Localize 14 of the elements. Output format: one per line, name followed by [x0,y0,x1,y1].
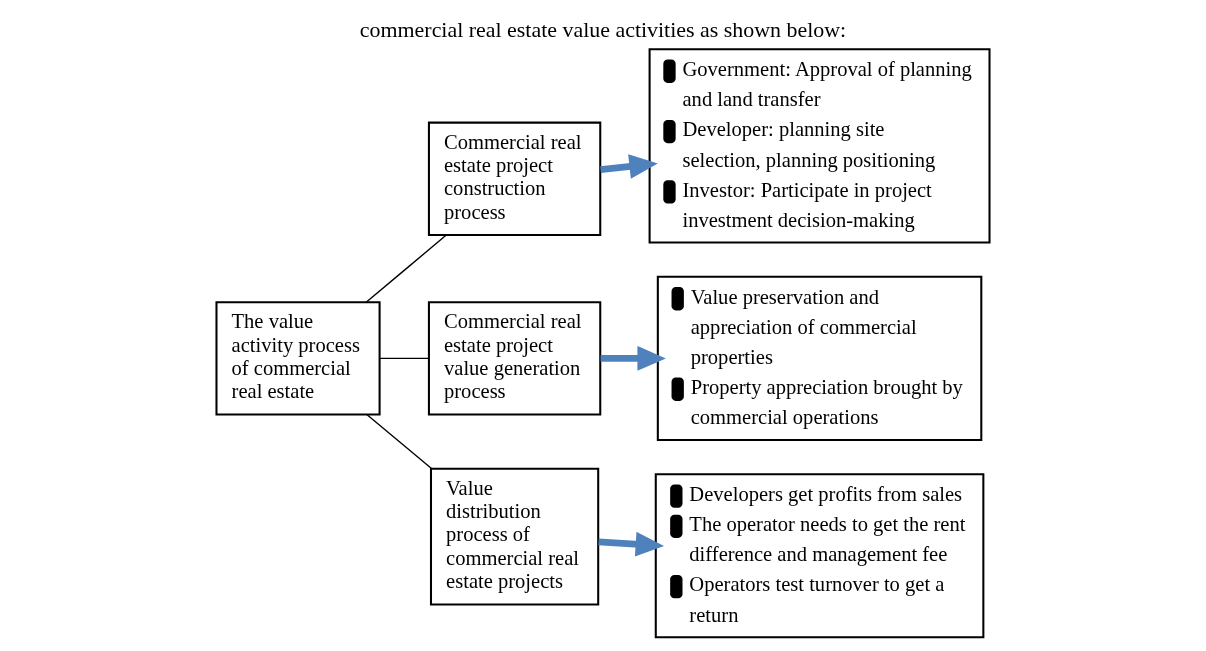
diagram-title: commercial real estate value activities as shown below: [359,16,847,42]
arrow [600,154,658,179]
node-box: Commercial real estate project construction process [427,121,602,237]
arrow [598,531,665,557]
node-box: Commercial real estate project value generation process [427,301,602,416]
node-box: Developers get profits from sales The operator needs to get the rent difference and management fee Operators test turnover to get a return [654,473,985,639]
connector [365,234,447,303]
node-box: Value distribution process of commercial real estate projects [429,467,600,606]
node-box: Government: Approval of planning and land transfer Developer: planning site selection, planning positioning Investor: Participate in project investment decision-making [648,48,991,244]
connector [378,357,430,360]
node-box: The value activity process of commercial real estate [215,301,381,416]
node-box: Value preservation and appreciation of commercial properties Property appreciation brought by commercial operations [656,275,983,441]
connector [366,414,433,470]
arrow [600,345,666,371]
